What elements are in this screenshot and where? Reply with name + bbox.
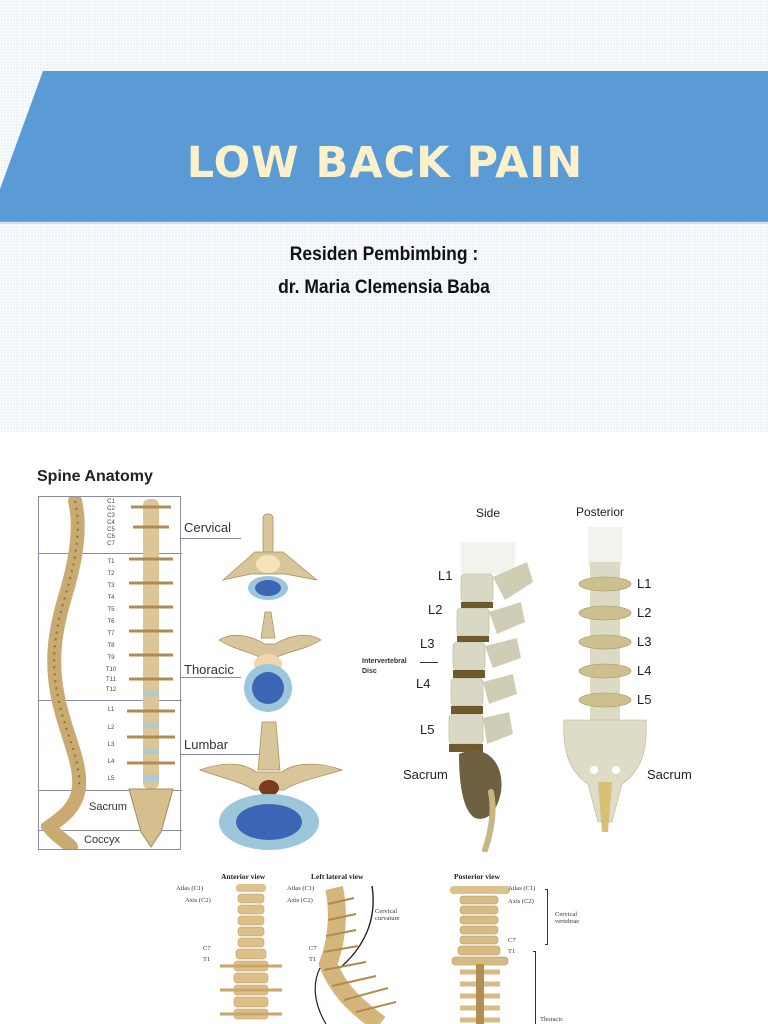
side-level-L3: L3: [420, 636, 435, 651]
lateral-spine-illustration: [41, 497, 87, 849]
level-label: C2: [107, 506, 115, 512]
cervical-vertebrae-bracket: [545, 889, 548, 945]
lateral-t1-label: T1: [309, 956, 317, 963]
posterior-atlas-label: Atlas (C1): [508, 885, 536, 892]
divider-sacrum-coccyx: [39, 830, 182, 831]
region-label-thoracic: Thoracic: [184, 662, 234, 677]
posterior-level-L1: L1: [637, 576, 652, 591]
title-slide: LOW BACK PAIN Residen Pembimbing : dr. M…: [0, 0, 768, 432]
level-label: L3: [107, 742, 115, 748]
cervical-vertebrae-label-line2: vertebrae: [555, 918, 580, 925]
coccyx-label: Coccyx: [84, 834, 121, 846]
level-label: T9: [107, 655, 115, 661]
level-label: C7: [107, 541, 115, 547]
side-level-L4: L4: [416, 676, 431, 691]
lateral-c7-label: C7: [309, 945, 317, 952]
thoracic-leader-line: [181, 677, 241, 678]
cervical-vertebra-illustration: [221, 513, 318, 600]
level-label: C3: [107, 513, 115, 519]
cervical-leader-line: [181, 538, 241, 539]
subtitle-role: Residen Pembimbing :: [289, 244, 479, 265]
level-label: L4: [107, 759, 115, 765]
title-banner: [0, 71, 768, 222]
level-label: C4: [107, 520, 115, 526]
anterior-view-title: Anterior view: [221, 872, 266, 881]
anterior-atlas-label: Atlas (C1): [176, 885, 204, 892]
level-label: T10: [105, 667, 117, 673]
cervical-curvature-label-line2: curvature: [375, 915, 400, 922]
cervical-curvature-label-line1: Cervical: [375, 908, 398, 915]
level-label: T6: [107, 619, 115, 625]
thoracic-vertebra-illustration: [218, 611, 322, 712]
frontal-spine-illustration: [127, 499, 175, 848]
subtitle-name: dr. Maria Clemensia Baba: [278, 277, 490, 298]
level-label: T2: [107, 571, 115, 577]
thoracic-label: Thoracic: [540, 1016, 564, 1023]
side-level-L2: L2: [428, 602, 443, 617]
sacrum-label: Sacrum: [89, 801, 127, 813]
level-label: T11: [106, 677, 116, 683]
side-lumbar-illustration: [448, 542, 533, 852]
lateral-atlas-label: Atlas (C1): [287, 885, 315, 892]
disc-leader-line: [420, 662, 438, 663]
level-label: T4: [107, 595, 115, 601]
side-view-title: Side: [476, 506, 501, 520]
side-level-L1: L1: [438, 568, 453, 583]
level-label: T8: [107, 643, 115, 649]
region-label-lumbar: Lumbar: [184, 737, 229, 752]
divider-lumbar-sacrum: [39, 790, 182, 791]
posterior-level-L2: L2: [637, 605, 652, 620]
posterior-sacrum-label: Sacrum: [647, 767, 692, 782]
anterior-t1-label: T1: [203, 956, 211, 963]
side-level-L5: L5: [420, 722, 435, 737]
level-label: T3: [107, 583, 115, 589]
level-label: C5: [107, 527, 115, 533]
anterior-axis-label: Axis (C2): [185, 897, 211, 904]
posterior-t1-label: T1: [508, 948, 516, 955]
level-label: C1: [107, 499, 115, 505]
side-sacrum-label: Sacrum: [403, 767, 448, 782]
posterior-cervical-view-title: Posterior view: [454, 872, 500, 881]
level-label: C6: [107, 534, 115, 540]
posterior-axis-label: Axis (C2): [508, 898, 534, 905]
level-label: L2: [107, 725, 115, 731]
divider-cervical-thoracic: [39, 553, 182, 554]
intervertebral-disc-label-line2: Disc: [362, 668, 377, 675]
lateral-axis-label: Axis (C2): [287, 897, 313, 904]
left-lateral-view-title: Left lateral view: [311, 872, 364, 881]
slide-title: LOW BACK PAIN: [186, 138, 584, 188]
cervical-vertebrae-label-line1: Cervical: [555, 911, 578, 918]
spine-anatomy-title: Spine Anatomy: [37, 468, 153, 485]
posterior-level-L3: L3: [637, 634, 652, 649]
divider-thoracic-lumbar: [39, 700, 182, 701]
region-label-cervical: Cervical: [184, 520, 231, 535]
posterior-level-L4: L4: [637, 663, 652, 678]
posterior-level-L5: L5: [637, 692, 652, 707]
level-label: T7: [107, 631, 115, 637]
anterior-cervical-illustration: [220, 884, 282, 1020]
posterior-lumbar-illustration: [563, 527, 647, 832]
level-label: L5: [107, 776, 115, 782]
level-label: T12: [105, 687, 117, 693]
posterior-view-title: Posterior: [576, 505, 625, 519]
level-label: T5: [107, 607, 115, 613]
posterior-cervical-illustration: [450, 886, 510, 1024]
spine-anatomy-slide: Spine Anatomy C1 C2 C3 C4 C5 C6 C7 T1 T2…: [0, 432, 768, 1024]
intervertebral-disc-label-line1: Intervertebral: [362, 658, 407, 665]
spine-anatomy-chart: C1 C2 C3 C4 C5 C6 C7 T1 T2 T3 T4 T5 T6 T…: [38, 496, 182, 850]
thoracic-vertebrae-bracket: [533, 951, 536, 1024]
lumbar-leader-line: [181, 754, 266, 755]
posterior-c7-label: C7: [508, 937, 516, 944]
level-label: T1: [107, 559, 115, 565]
banner-shadow: [0, 222, 768, 224]
lateral-cervical-illustration: [314, 885, 397, 1024]
level-label: L1: [107, 707, 115, 713]
anterior-c7-label: C7: [203, 945, 211, 952]
slide-subtitle: Residen Pembimbing : dr. Maria Clemensia…: [31, 238, 738, 304]
lumbar-vertebra-illustration: [199, 721, 344, 850]
